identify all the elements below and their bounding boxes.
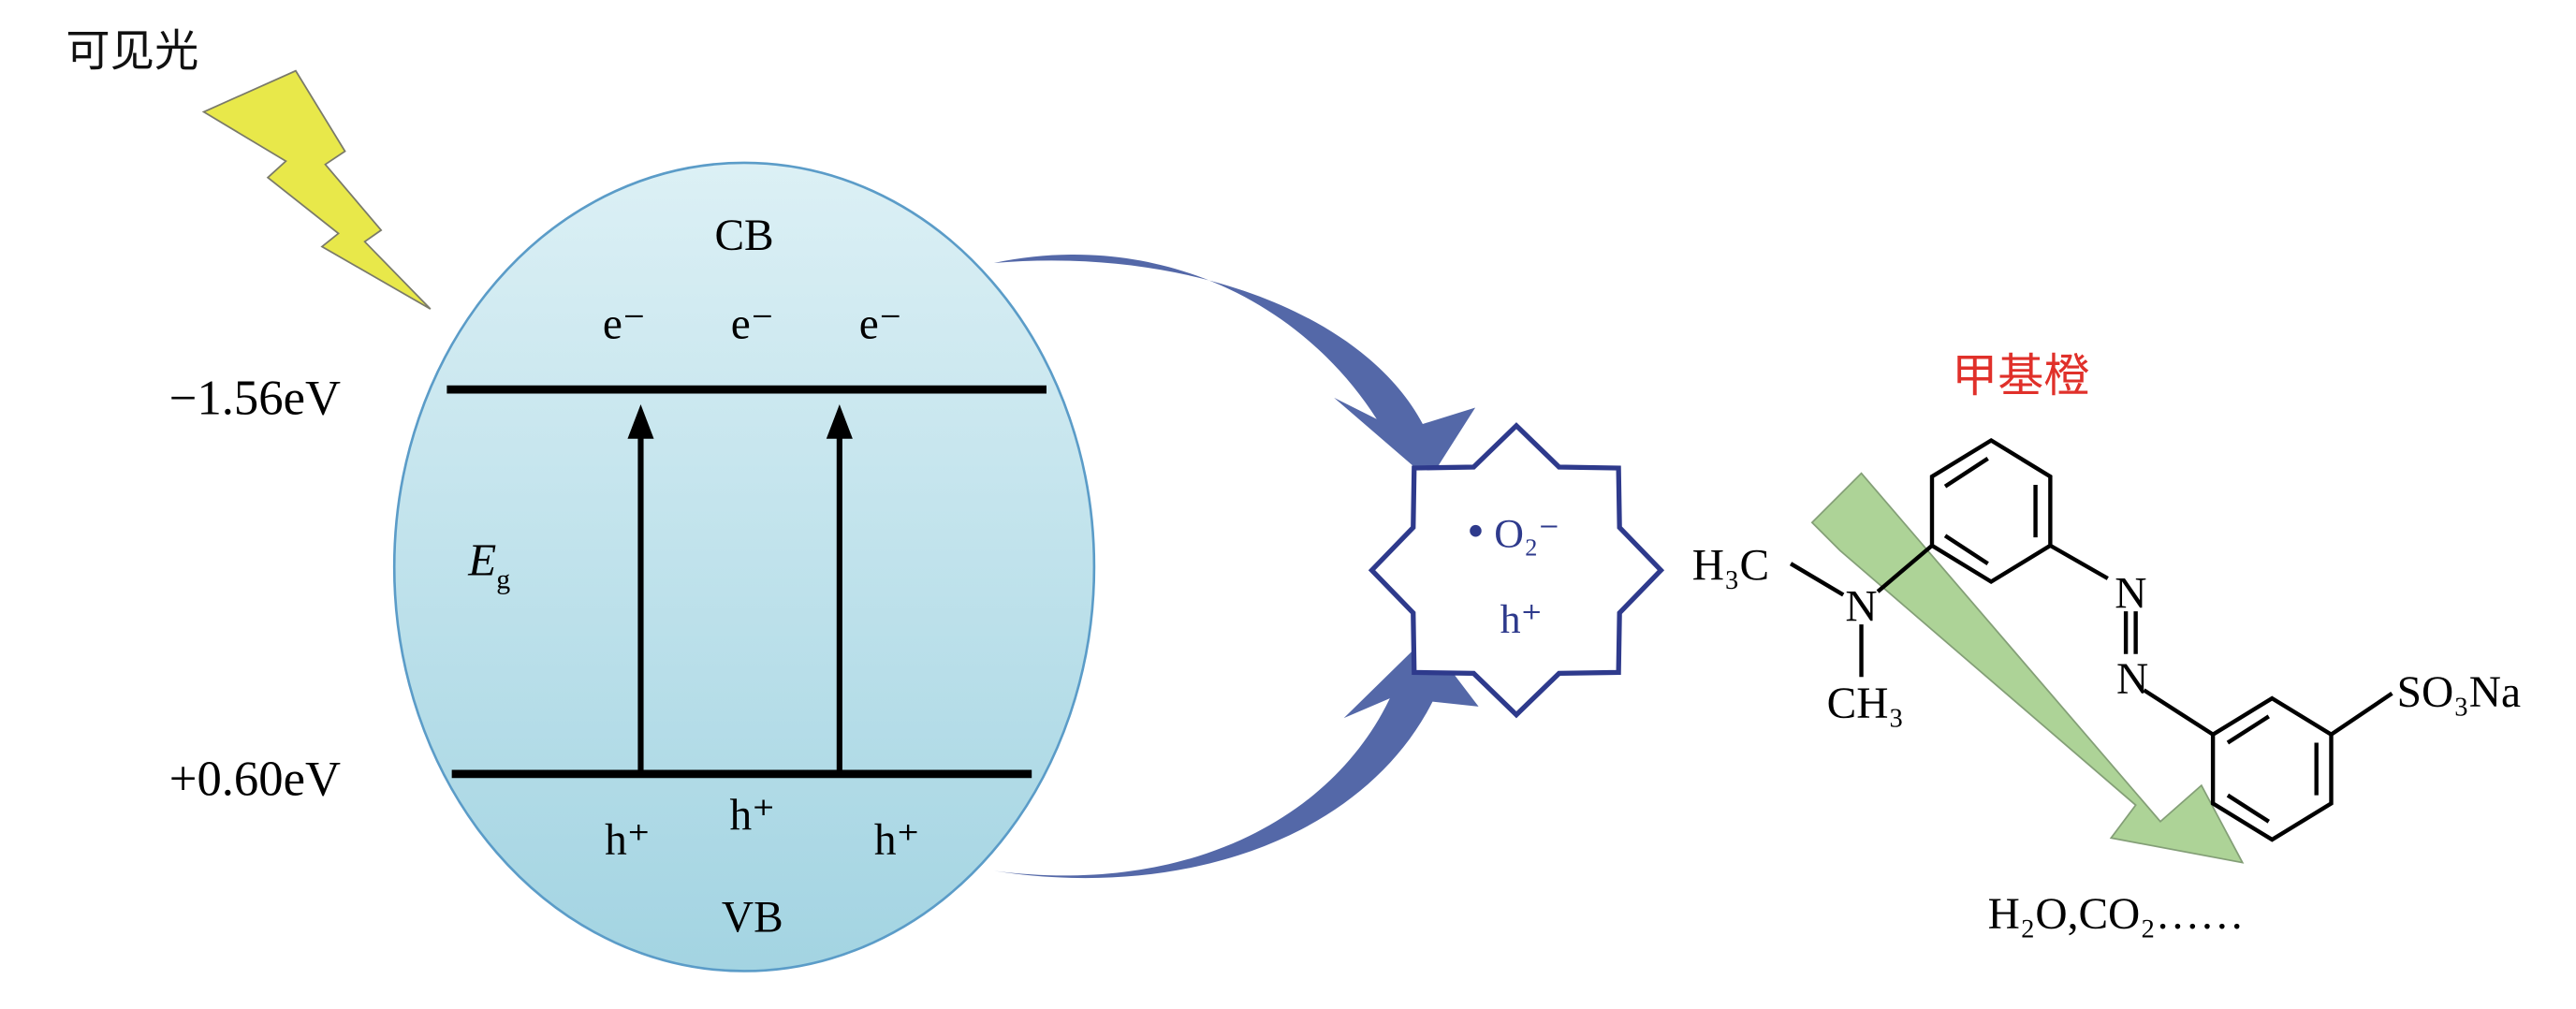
- visible-light-label: 可见光: [66, 25, 198, 77]
- cb-energy-label: −1.56eV: [169, 371, 341, 425]
- band-gap-label: Eg: [467, 534, 510, 594]
- excitation-arrow-2: [826, 403, 853, 774]
- hole-species: h⁺: [1500, 597, 1543, 642]
- amine-nitrogen: N: [1845, 583, 1877, 632]
- electron-1: e⁻: [603, 300, 646, 349]
- vb-label: VB: [722, 893, 783, 942]
- hole-3: h⁺: [874, 816, 920, 865]
- electron-3: e⁻: [859, 300, 902, 349]
- electron-2: e⁻: [731, 300, 774, 349]
- cb-label: CB: [714, 212, 773, 260]
- azo-nitrogen-1: N: [2115, 570, 2146, 619]
- benzene-ring-1: [1929, 437, 2053, 585]
- methyl-orange-title: 甲基橙: [1952, 348, 2089, 402]
- upper-curved-arrow: [993, 255, 1476, 480]
- azo-nitrogen-2: N: [2116, 655, 2148, 704]
- degradation-arrow: [1810, 472, 2245, 864]
- reactive-species-star: [1368, 422, 1665, 719]
- superoxide-radical: •O₂⁻: [1467, 504, 1559, 559]
- degradation-products: H₂O,CO₂……: [1988, 890, 2245, 939]
- semiconductor-particle: [392, 161, 1096, 972]
- vb-energy-label: +0.60eV: [169, 753, 341, 807]
- benzene-ring-2: [2210, 695, 2334, 842]
- hole-1: h⁺: [605, 816, 651, 865]
- bonds: [1789, 543, 2393, 737]
- lightning-icon: [201, 69, 432, 310]
- excitation-arrow-1: [627, 403, 654, 774]
- hole-2: h⁺: [729, 792, 775, 841]
- methyl-left: H₃C: [1692, 542, 1769, 591]
- sulfonate-group: SO₃Na: [2397, 668, 2521, 717]
- methyl-bottom: CH₃: [1827, 680, 1904, 728]
